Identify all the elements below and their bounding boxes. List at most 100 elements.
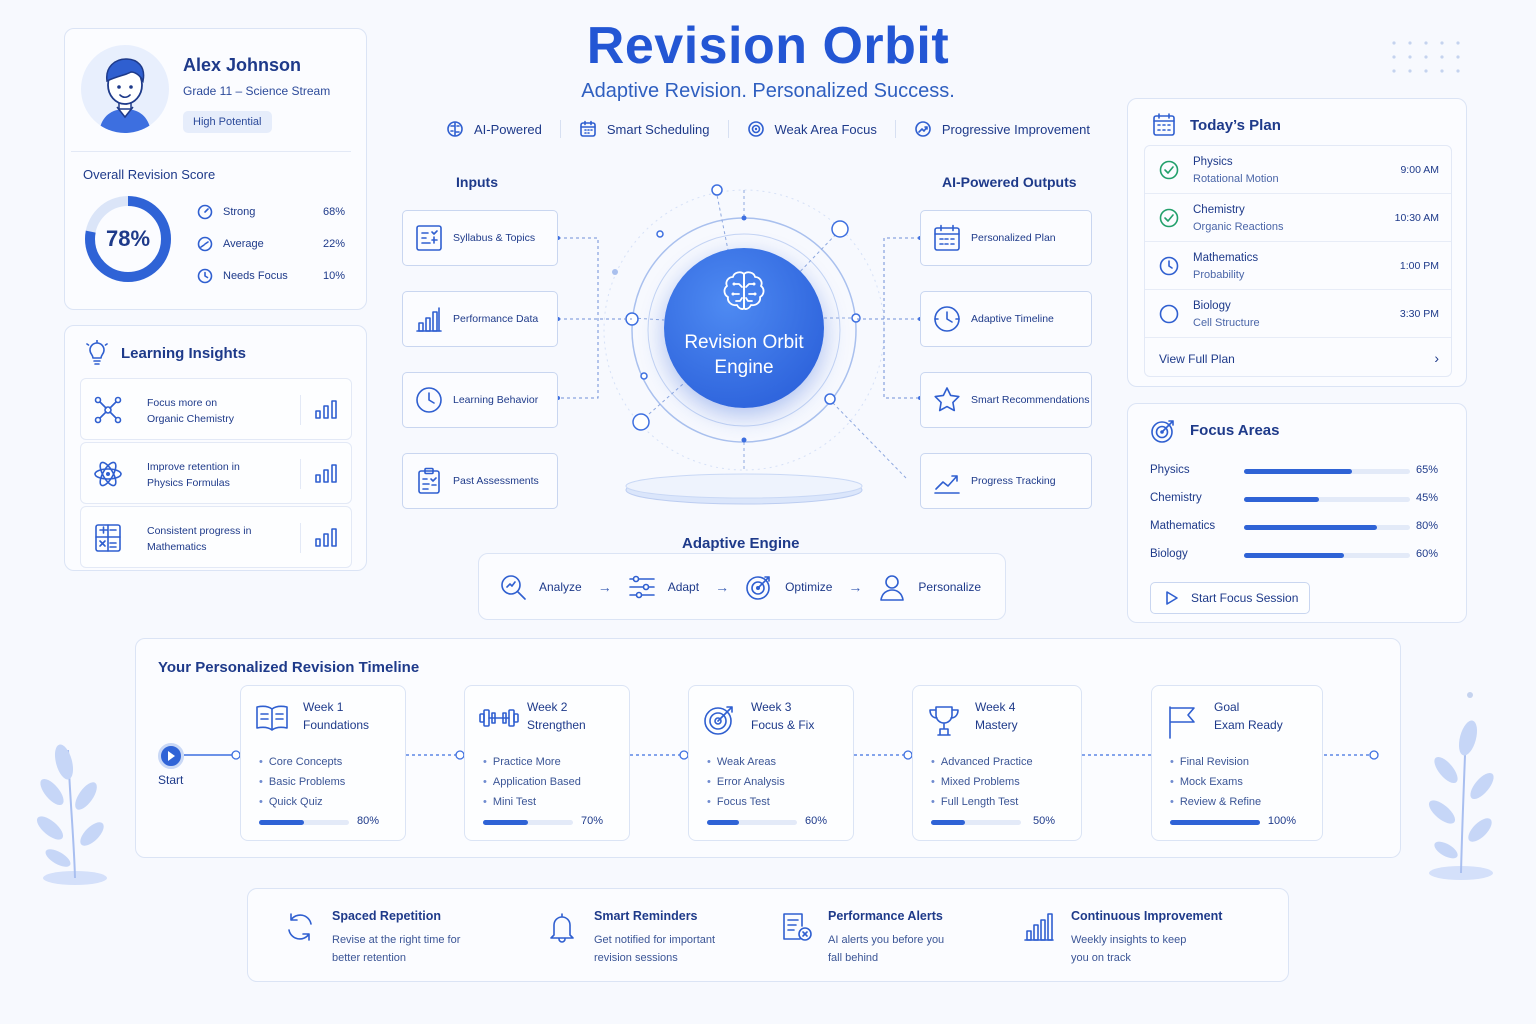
output-recommendations[interactable]: Smart Recommendations [920, 372, 1092, 428]
atom-icon [93, 459, 123, 489]
plan-item[interactable]: Physics Rotational Motion 9:00 AM [1145, 146, 1451, 194]
brain-icon [720, 270, 768, 314]
timeline-goal[interactable]: Goal Exam Ready Final Revision Mock Exam… [1151, 685, 1323, 841]
timeline-week-4[interactable]: Week 4 Mastery Advanced Practice Mixed P… [912, 685, 1082, 841]
focus-progress-fill [1244, 497, 1319, 502]
bar-chart-icon [1023, 911, 1055, 943]
week-task: Application Based [483, 772, 581, 792]
brain-icon [446, 120, 464, 138]
view-full-plan-link[interactable]: View Full Plan [1159, 352, 1235, 366]
feature-progressive-improvement: Progressive Improvement [894, 120, 1108, 138]
insight-line: Physics Formulas [147, 477, 230, 489]
focus-label: Physics [1150, 464, 1190, 476]
timeline-week-2[interactable]: Week 2 Strengthen Practice More Applicat… [464, 685, 630, 841]
bar-chart-icon [415, 305, 443, 333]
insight-item[interactable]: Improve retention in Physics Formulas [80, 442, 352, 504]
week-progress-track [931, 820, 1021, 825]
plan-subject: Mathematics [1193, 252, 1259, 264]
feature-desc: AI alerts you before you [828, 934, 945, 946]
input-behavior[interactable]: Learning Behavior [402, 372, 558, 428]
empty-circle-icon [1159, 304, 1179, 324]
core-title: Revision Orbit [684, 332, 804, 353]
week-task-list: Advanced Practice Mixed Problems Full Le… [931, 752, 1033, 812]
week-progress-track [259, 820, 349, 825]
week-percent: 60% [804, 815, 827, 827]
focus-progress-track [1244, 469, 1410, 474]
focus-progress-fill [1244, 469, 1352, 474]
score-label: Average [223, 238, 264, 250]
plan-topic: Organic Reactions [1193, 221, 1284, 233]
dumbbell-icon [479, 704, 519, 732]
step-label: Analyze [539, 579, 582, 594]
output-personalized-plan[interactable]: Personalized Plan [920, 210, 1092, 266]
calendar-icon [933, 224, 961, 252]
input-syllabus[interactable]: Syllabus & Topics [402, 210, 558, 266]
focus-row: Chemistry 45% [1150, 492, 1446, 508]
plan-item[interactable]: Biology Cell Structure 3:30 PM [1145, 290, 1451, 338]
timeline-week-3[interactable]: Week 3 Focus & Fix Weak Areas Error Anal… [688, 685, 854, 841]
inputs-title: Inputs [456, 174, 498, 190]
clock-icon [415, 386, 443, 414]
target-icon [1150, 418, 1176, 444]
week-title: Week 1 [303, 700, 344, 714]
outputs-title: AI-Powered Outputs [942, 174, 1077, 190]
score-value: 78% [105, 226, 151, 251]
chevron-right-icon[interactable]: › [1434, 350, 1439, 366]
start-focus-session-button[interactable]: Start Focus Session [1150, 582, 1310, 614]
bottom-features-card: Spaced Repetition Revise at the right ti… [247, 888, 1289, 982]
plan-item[interactable]: Chemistry Organic Reactions 10:30 AM [1145, 194, 1451, 242]
step-analyze[interactable]: Analyze [499, 573, 582, 601]
status-badge: High Potential [183, 111, 272, 133]
target-icon [703, 704, 735, 736]
feature-desc: better retention [332, 952, 406, 964]
plan-title: Today’s Plan [1190, 117, 1281, 134]
step-adapt[interactable]: Adapt [628, 573, 699, 601]
week-task: Quick Quiz [259, 792, 345, 812]
input-assessments[interactable]: Past Assessments [402, 453, 558, 509]
step-label: Optimize [785, 579, 833, 594]
plan-item[interactable]: Mathematics Probability 1:00 PM [1145, 242, 1451, 290]
insight-line: Improve retention in [147, 461, 240, 473]
output-label: Progress Tracking [971, 475, 1056, 487]
app-title: Revision Orbit [586, 17, 950, 75]
week-subtitle: Strengthen [527, 718, 586, 732]
output-label: Adaptive Timeline [971, 313, 1054, 325]
bell-icon [546, 911, 578, 943]
trend-line-icon [933, 467, 961, 495]
output-progress-tracking[interactable]: Progress Tracking [920, 453, 1092, 509]
feature-desc: Revise at the right time for [332, 934, 461, 946]
output-label: Smart Recommendations [971, 394, 1090, 406]
revision-score-panel: Overall Revision Score 78% Strong 68% Av… [71, 151, 351, 299]
app-subtitle: Adaptive Revision. Personalized Success. [581, 80, 955, 102]
step-optimize[interactable]: Optimize [745, 573, 832, 601]
week-task: Core Concepts [259, 752, 345, 772]
focus-title: Focus Areas [1190, 422, 1280, 439]
focus-row: Mathematics 80% [1150, 520, 1446, 536]
output-adaptive-timeline[interactable]: Adaptive Timeline [920, 291, 1092, 347]
week-task: Error Analysis [707, 772, 785, 792]
adaptive-engine-steps: Analyze → Adapt → Optimize → Personalize [478, 553, 1006, 620]
feature-title: Performance Alerts [828, 909, 943, 923]
speedometer-icon [197, 204, 213, 220]
week-progress-fill [931, 820, 966, 825]
week-task: Advanced Practice [931, 752, 1033, 772]
start-play-button[interactable] [158, 743, 184, 769]
week-task: Focus Test [707, 792, 785, 812]
timeline-title: Your Personalized Revision Timeline [158, 659, 420, 676]
play-icon [1165, 590, 1179, 606]
input-performance[interactable]: Performance Data [402, 291, 558, 347]
week-task: Mini Test [483, 792, 581, 812]
todays-plan-card: Today’s Plan Physics Rotational Motion 9… [1127, 98, 1467, 387]
timeline-week-1[interactable]: Week 1 Foundations Core Concepts Basic P… [240, 685, 406, 841]
step-personalize[interactable]: Personalize [878, 573, 981, 601]
week-task: Mixed Problems [931, 772, 1033, 792]
score-percent: 10% [322, 270, 345, 282]
feature-ai-powered: AI-Powered [428, 120, 560, 138]
plan-topic: Cell Structure [1193, 317, 1260, 329]
week-progress-fill [259, 820, 304, 825]
feature-desc: you on track [1071, 952, 1131, 964]
week-task: Mock Exams [1170, 772, 1261, 792]
